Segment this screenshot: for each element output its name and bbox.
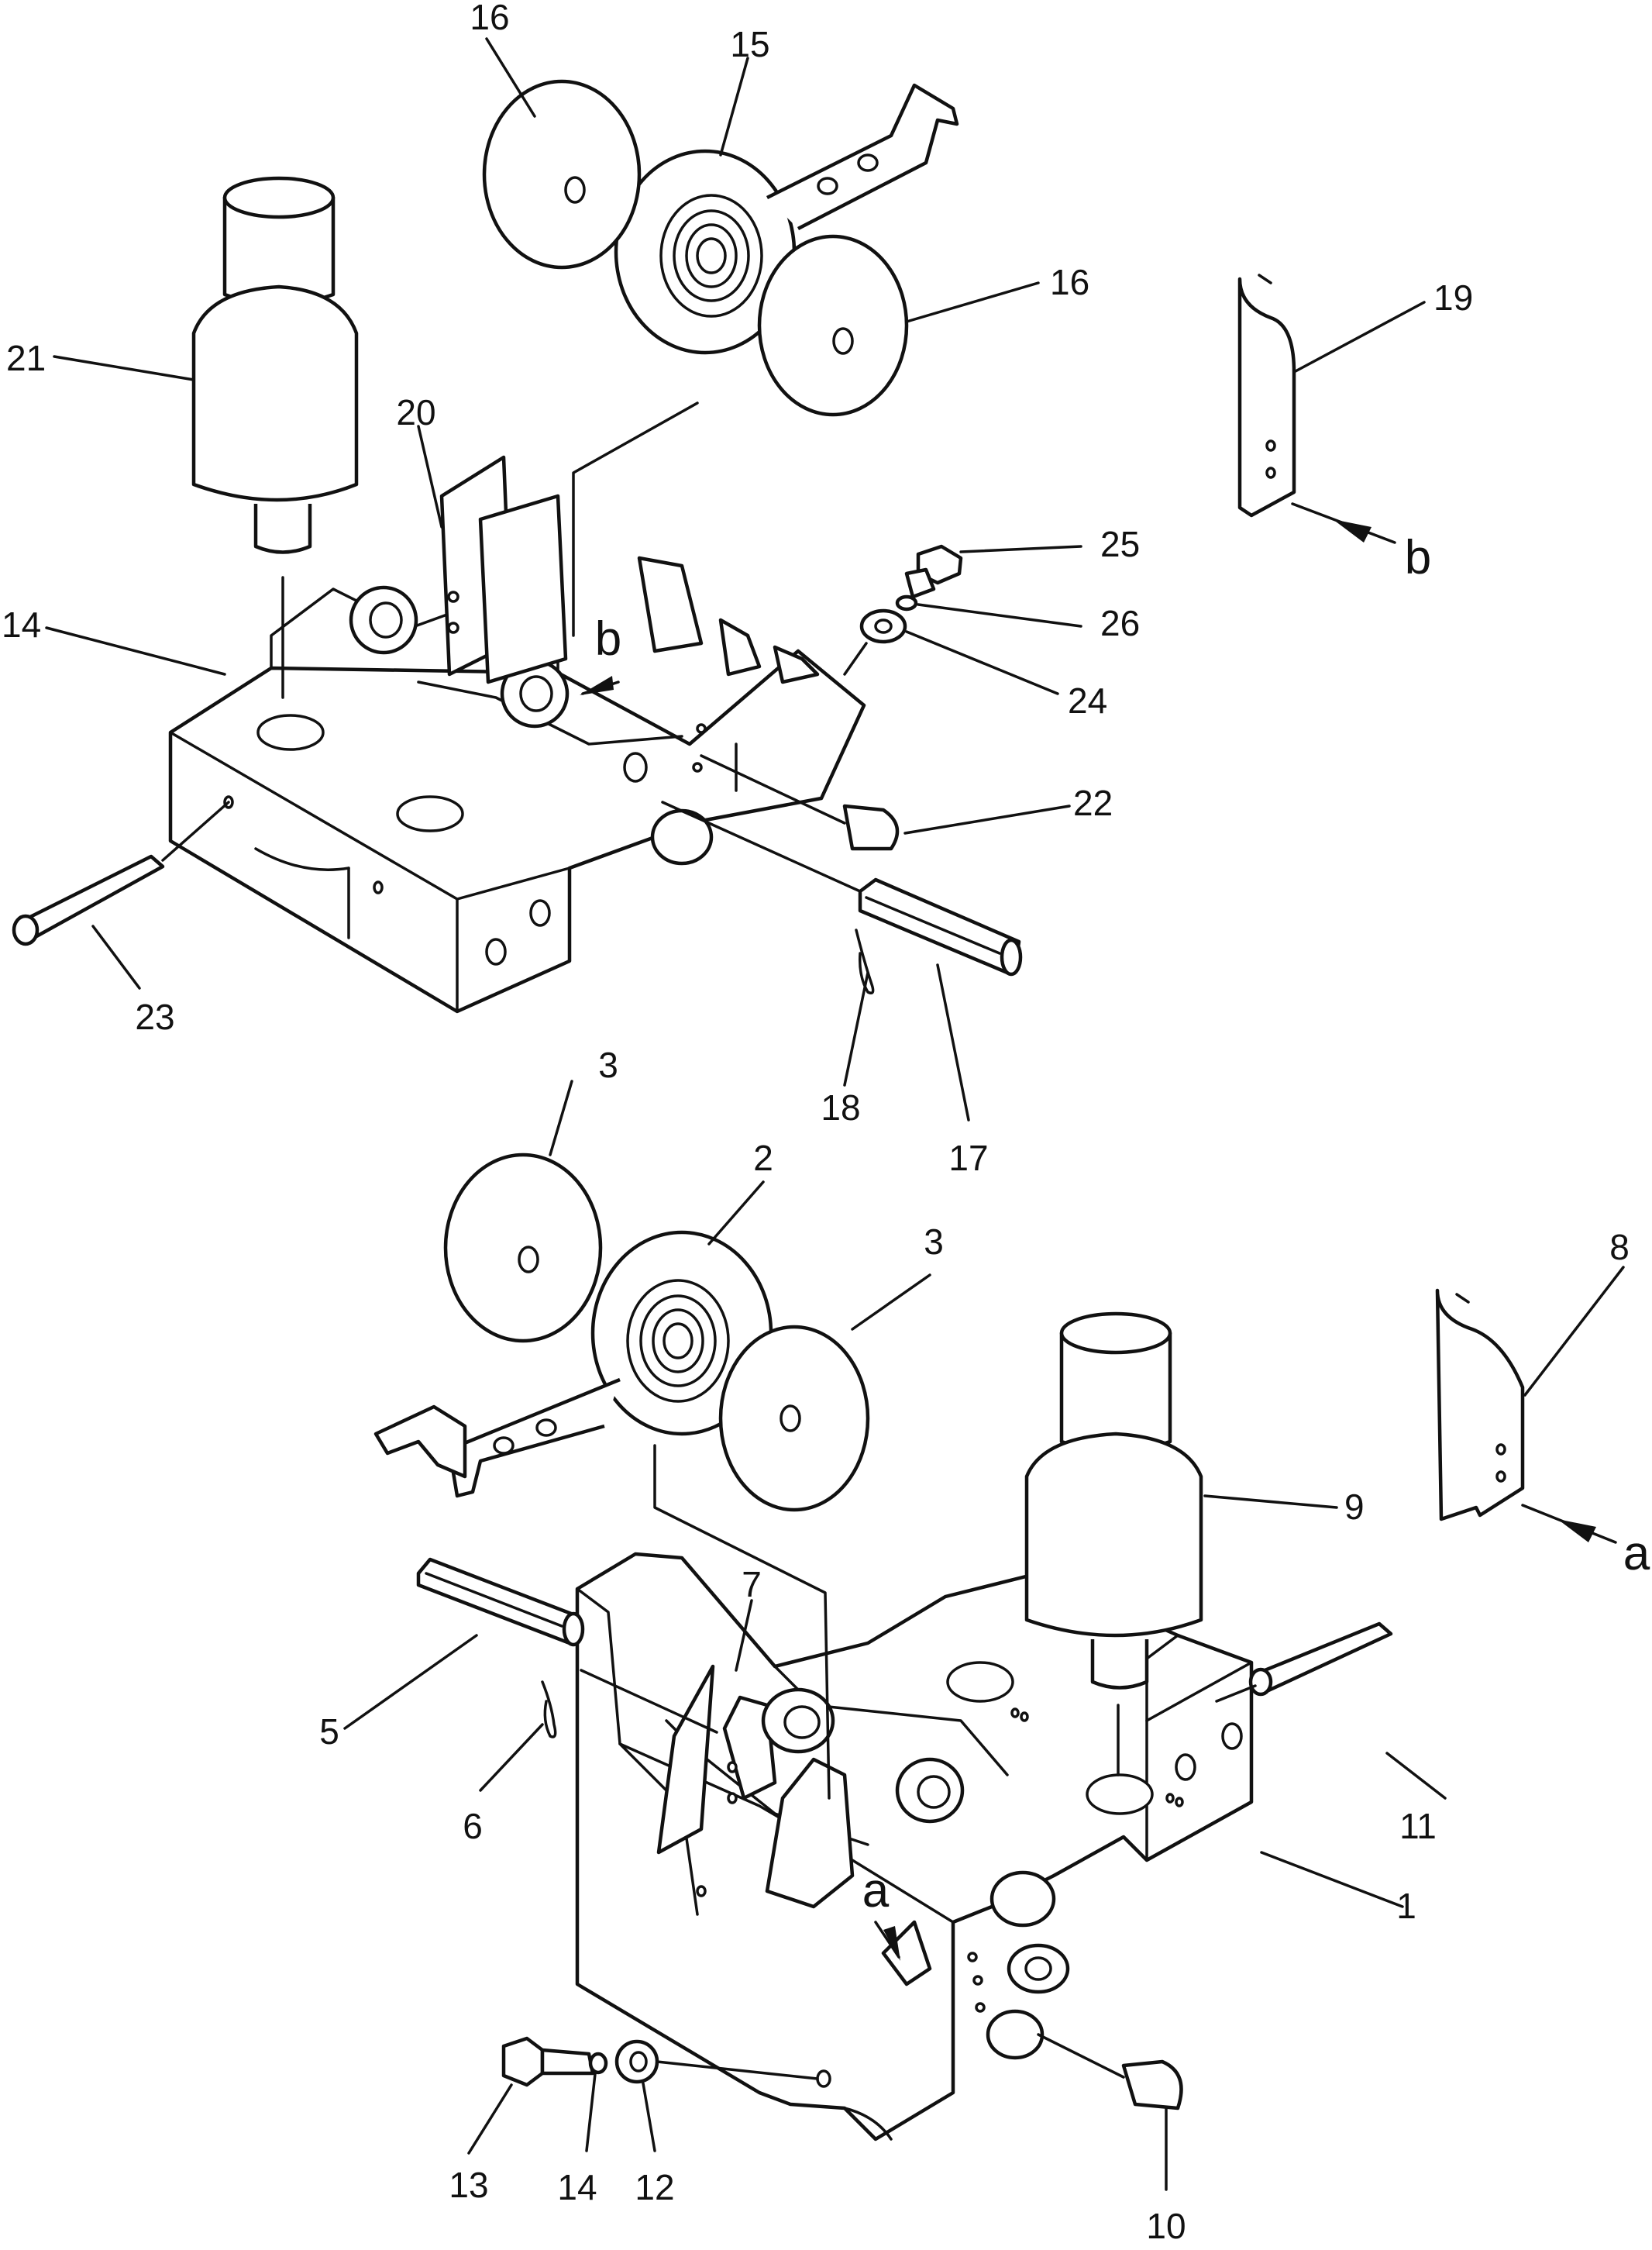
callout-20: 19 [1433, 277, 1473, 318]
view-a-outer-label: a [1623, 1527, 1650, 1580]
callout-7: 8 [1609, 1227, 1630, 1267]
upper-cylinder-part-21 [191, 176, 359, 699]
lower-bolt-part-12 [501, 2036, 595, 2087]
callout-16-upper-right: 16 [1050, 262, 1089, 302]
lower-washer-part-3-left [443, 1153, 603, 1343]
view-a-inner-label: a [862, 1864, 890, 1917]
lower-rivet-part-9 [1037, 2033, 1183, 2110]
lower-cotter-pin-part-5 [541, 1680, 557, 1738]
lower-cylinder-part-8 [1024, 1311, 1203, 1776]
callout-22: 22 [1073, 783, 1113, 823]
callout-1: 1 [1396, 1886, 1416, 1926]
callout-2: 2 [753, 1138, 773, 1178]
callout-9: 10 [1146, 2206, 1186, 2246]
callout-25: 25 [1100, 524, 1140, 564]
view-b-inner-label: b [595, 612, 621, 666]
callout-14: 14 [2, 605, 41, 645]
callout-6: 7 [742, 1564, 762, 1604]
upper-bolt-part-25 [904, 544, 963, 599]
callout-3-lower-right: 3 [924, 1221, 944, 1262]
lower-bracket-body-part-1 [575, 1552, 1254, 2141]
callout-10: 11 [1399, 1806, 1437, 1846]
lower-lock-washer-part-13 [588, 2052, 608, 2075]
upper-cotter-pin-part-18 [855, 929, 875, 994]
callout-16-upper-left: 16 [470, 0, 509, 37]
callout-3-lower-left: 3 [598, 1045, 618, 1085]
lower-bracket-plate-part-7 [1435, 1288, 1617, 1544]
upper-bracket-body-part-14 [168, 455, 866, 1014]
lower-washer-part-3-right [718, 1325, 870, 1512]
callout-23: 23 [135, 997, 174, 1037]
upper-washer-part-16-right [757, 234, 909, 417]
callout-15: 15 [730, 24, 769, 64]
upper-pin-part-23 [12, 801, 230, 946]
callout-4: 5 [319, 1711, 339, 1752]
upper-rivet-part-22 [700, 754, 900, 851]
lower-collar-part-11 [614, 2039, 819, 2084]
callout-11: 12 [635, 2167, 674, 2207]
callout-5: 6 [463, 1806, 483, 1846]
callout-19: 20 [396, 392, 435, 432]
callout-24: 24 [1068, 681, 1107, 721]
upper-lock-washer-part-26 [895, 594, 918, 612]
lower-pin-part-10 [1215, 1621, 1393, 1703]
upper-pin-part-17 [661, 801, 1023, 977]
upper-spring-part-15 [572, 83, 959, 637]
lower-pin-part-4 [416, 1557, 718, 1734]
view-b-outer-label: b [1405, 531, 1431, 584]
callout-12: 13 [449, 2165, 488, 2205]
callout-18: 18 [821, 1087, 860, 1128]
upper-bracket-plate-part-20 [1237, 274, 1396, 544]
callout-21: 21 [6, 338, 46, 378]
callout-13: 14 [557, 2167, 597, 2207]
callout-8: 9 [1344, 1487, 1365, 1527]
callout-17: 17 [948, 1138, 988, 1178]
upper-collar-part-24 [843, 608, 907, 676]
callout-26: 26 [1100, 603, 1140, 643]
upper-washer-part-16-left [482, 79, 642, 270]
callout-leader-lines [45, 37, 1625, 2191]
view-direction-labels: b b a a [595, 531, 1650, 1917]
